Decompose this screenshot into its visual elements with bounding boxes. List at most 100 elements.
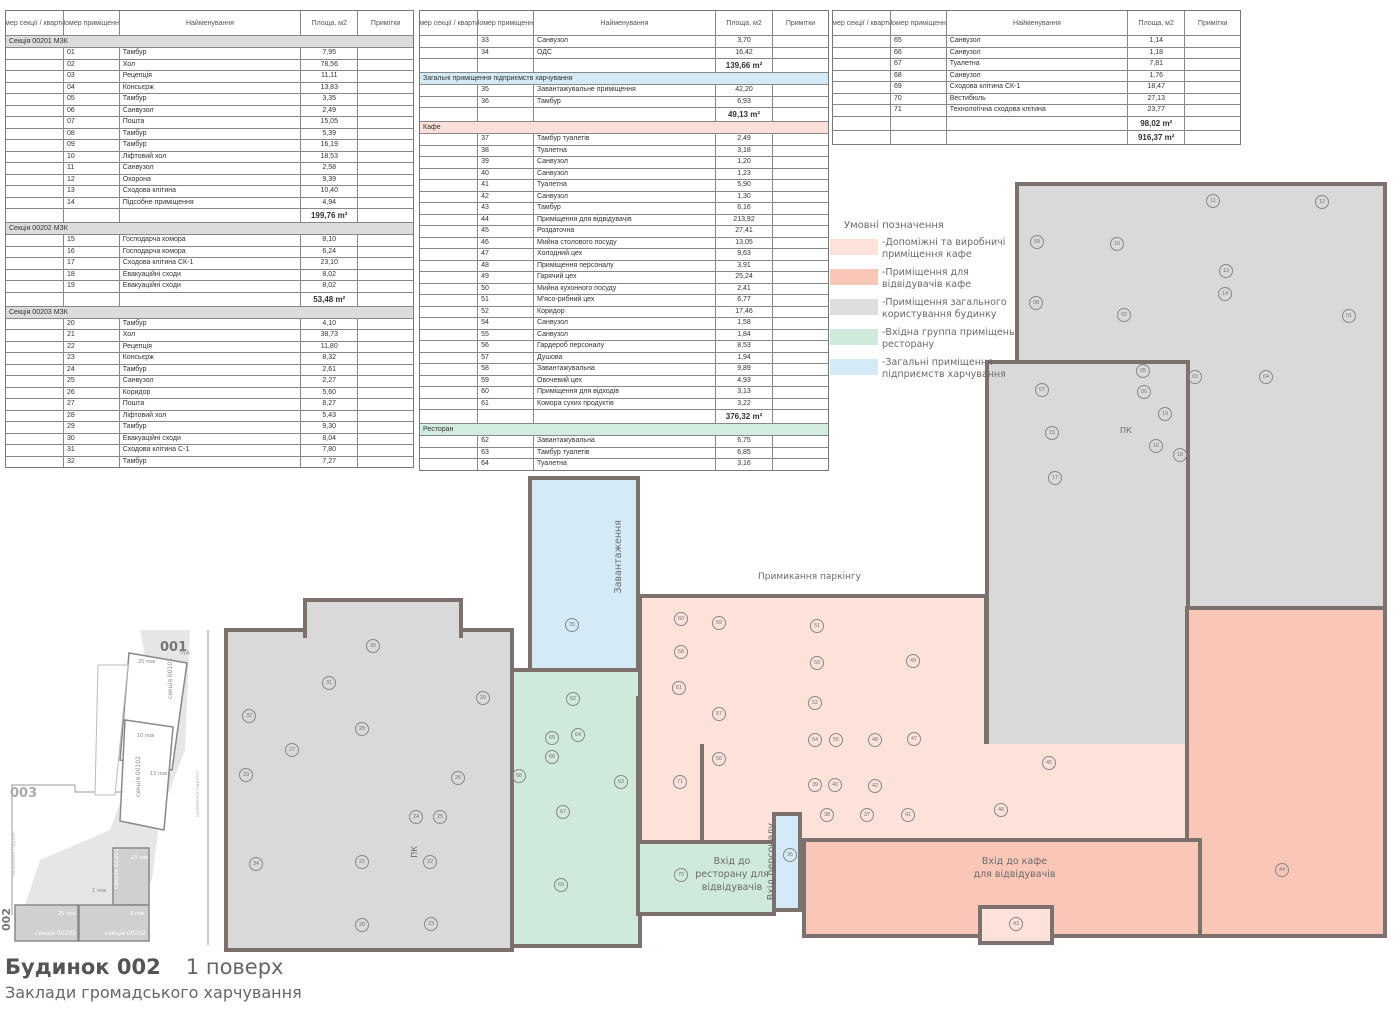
room-name-cell: Підсобне приміщення [118,197,301,208]
room-number-cell: 09 [62,140,119,151]
section-cell [6,163,63,174]
section-cell [420,448,477,459]
legend-swatch [830,269,878,285]
area-cell: 213,92 [714,214,772,225]
room-number-cell: 65 [889,36,946,47]
total-row: 98,02 m² [833,115,1240,130]
section-cell [6,117,63,128]
column-header: Площа, м2 [714,11,772,35]
column-header: Примітки [357,11,413,35]
notes-cell [772,364,828,375]
room-name-cell: Технологічна сходова клітина [945,105,1128,116]
area-cell: 3,91 [714,260,772,271]
room-number-cell: 58 [477,364,533,375]
area-cell: 23,77 [1127,105,1184,116]
room-name-cell: Санвузол [533,36,715,47]
notes-cell [772,85,828,96]
room-number-cell: 39 [477,157,533,168]
room-number: 06 [1137,385,1151,399]
area-cell: 1,58 [714,318,772,329]
room-number-cell: 64 [477,459,533,470]
notes-cell [772,459,828,470]
room-number-cell: 02 [62,59,119,70]
notes-cell [357,422,413,433]
section-header: Загальні приміщення підприємств харчуван… [420,72,828,84]
room-number: 03 [1188,370,1202,384]
room-number-cell: 08 [62,128,119,139]
total-row: 49,13 m² [420,107,828,121]
site-building-003: 003 [10,786,38,801]
room-number-cell: 11 [62,163,119,174]
section-cell [6,434,63,445]
room-name-cell: Тамбур [118,48,301,59]
room-name-cell: Консьєрж [118,353,301,364]
room-number: 67 [556,805,570,819]
room-number: 01 [1342,309,1356,323]
notes-cell [772,329,828,340]
room-name-cell: Охорона [118,174,301,185]
area-cell: 1,30 [714,191,772,202]
room-name-cell: Роздаточна [533,226,715,237]
room-number-cell: 44 [477,214,533,225]
rooms-table-2: Номер секції / квартириНомер приміщенняН… [419,10,829,471]
legend-label: -Загальні приміщення підприємств харчува… [882,357,1006,380]
section-cell [420,261,477,272]
notes-cell [772,180,828,191]
legend-label: -Приміщення для відвідувачів кафе [882,267,972,290]
room-number: 04 [1259,370,1273,384]
room-number-cell: 61 [477,398,533,409]
section-cell [6,399,63,410]
empty-cell [889,116,946,130]
room-name-cell: Коридор [118,387,301,398]
room-number-cell: 14 [62,197,119,208]
table-header: Номер секції / квартириНомер приміщенняН… [833,11,1240,35]
room-name-cell: Приміщення для відходів [533,387,715,398]
empty-cell [6,209,63,222]
zone-cafe-hall-right [1185,606,1387,938]
room-number-cell: 56 [477,341,533,352]
section-cell [420,284,477,295]
room-name-cell: Сходова клітина СК-1 [118,258,301,269]
room-number: 45 [1042,756,1056,770]
room-number: 14 [1218,287,1232,301]
section-header: Секція 00201 МЗК [6,35,413,47]
area-cell: 6,75 [714,436,772,447]
site-floors-label: 8 пов [130,911,145,917]
area-cell: 1,14 [1127,36,1184,47]
area-cell: 13,05 [714,237,772,248]
section-cell [420,459,477,470]
notes-cell [772,168,828,179]
section-cell [6,258,63,269]
room-number: 08 [1029,296,1043,310]
notes-cell [772,341,828,352]
room-name-cell: Хол [118,59,301,70]
room-name-cell: Тамбур [118,456,301,467]
area-cell: 2,49 [300,105,357,116]
section-cell [6,411,63,422]
room-name-cell: Овочевий цех [533,375,715,386]
notes-cell [772,318,828,329]
zone-common-left-stair [303,598,463,638]
notes-cell [357,82,413,93]
area-cell: 8,02 [300,281,357,292]
section-cell [420,399,477,410]
room-name-cell: Санвузол [533,168,715,179]
room-number: 52 [808,696,822,710]
room-number-cell: 31 [62,445,119,456]
room-number: 59 [712,616,726,630]
room-number-cell: 34 [477,47,533,58]
area-cell: 6,24 [300,246,357,257]
notes-cell [772,214,828,225]
